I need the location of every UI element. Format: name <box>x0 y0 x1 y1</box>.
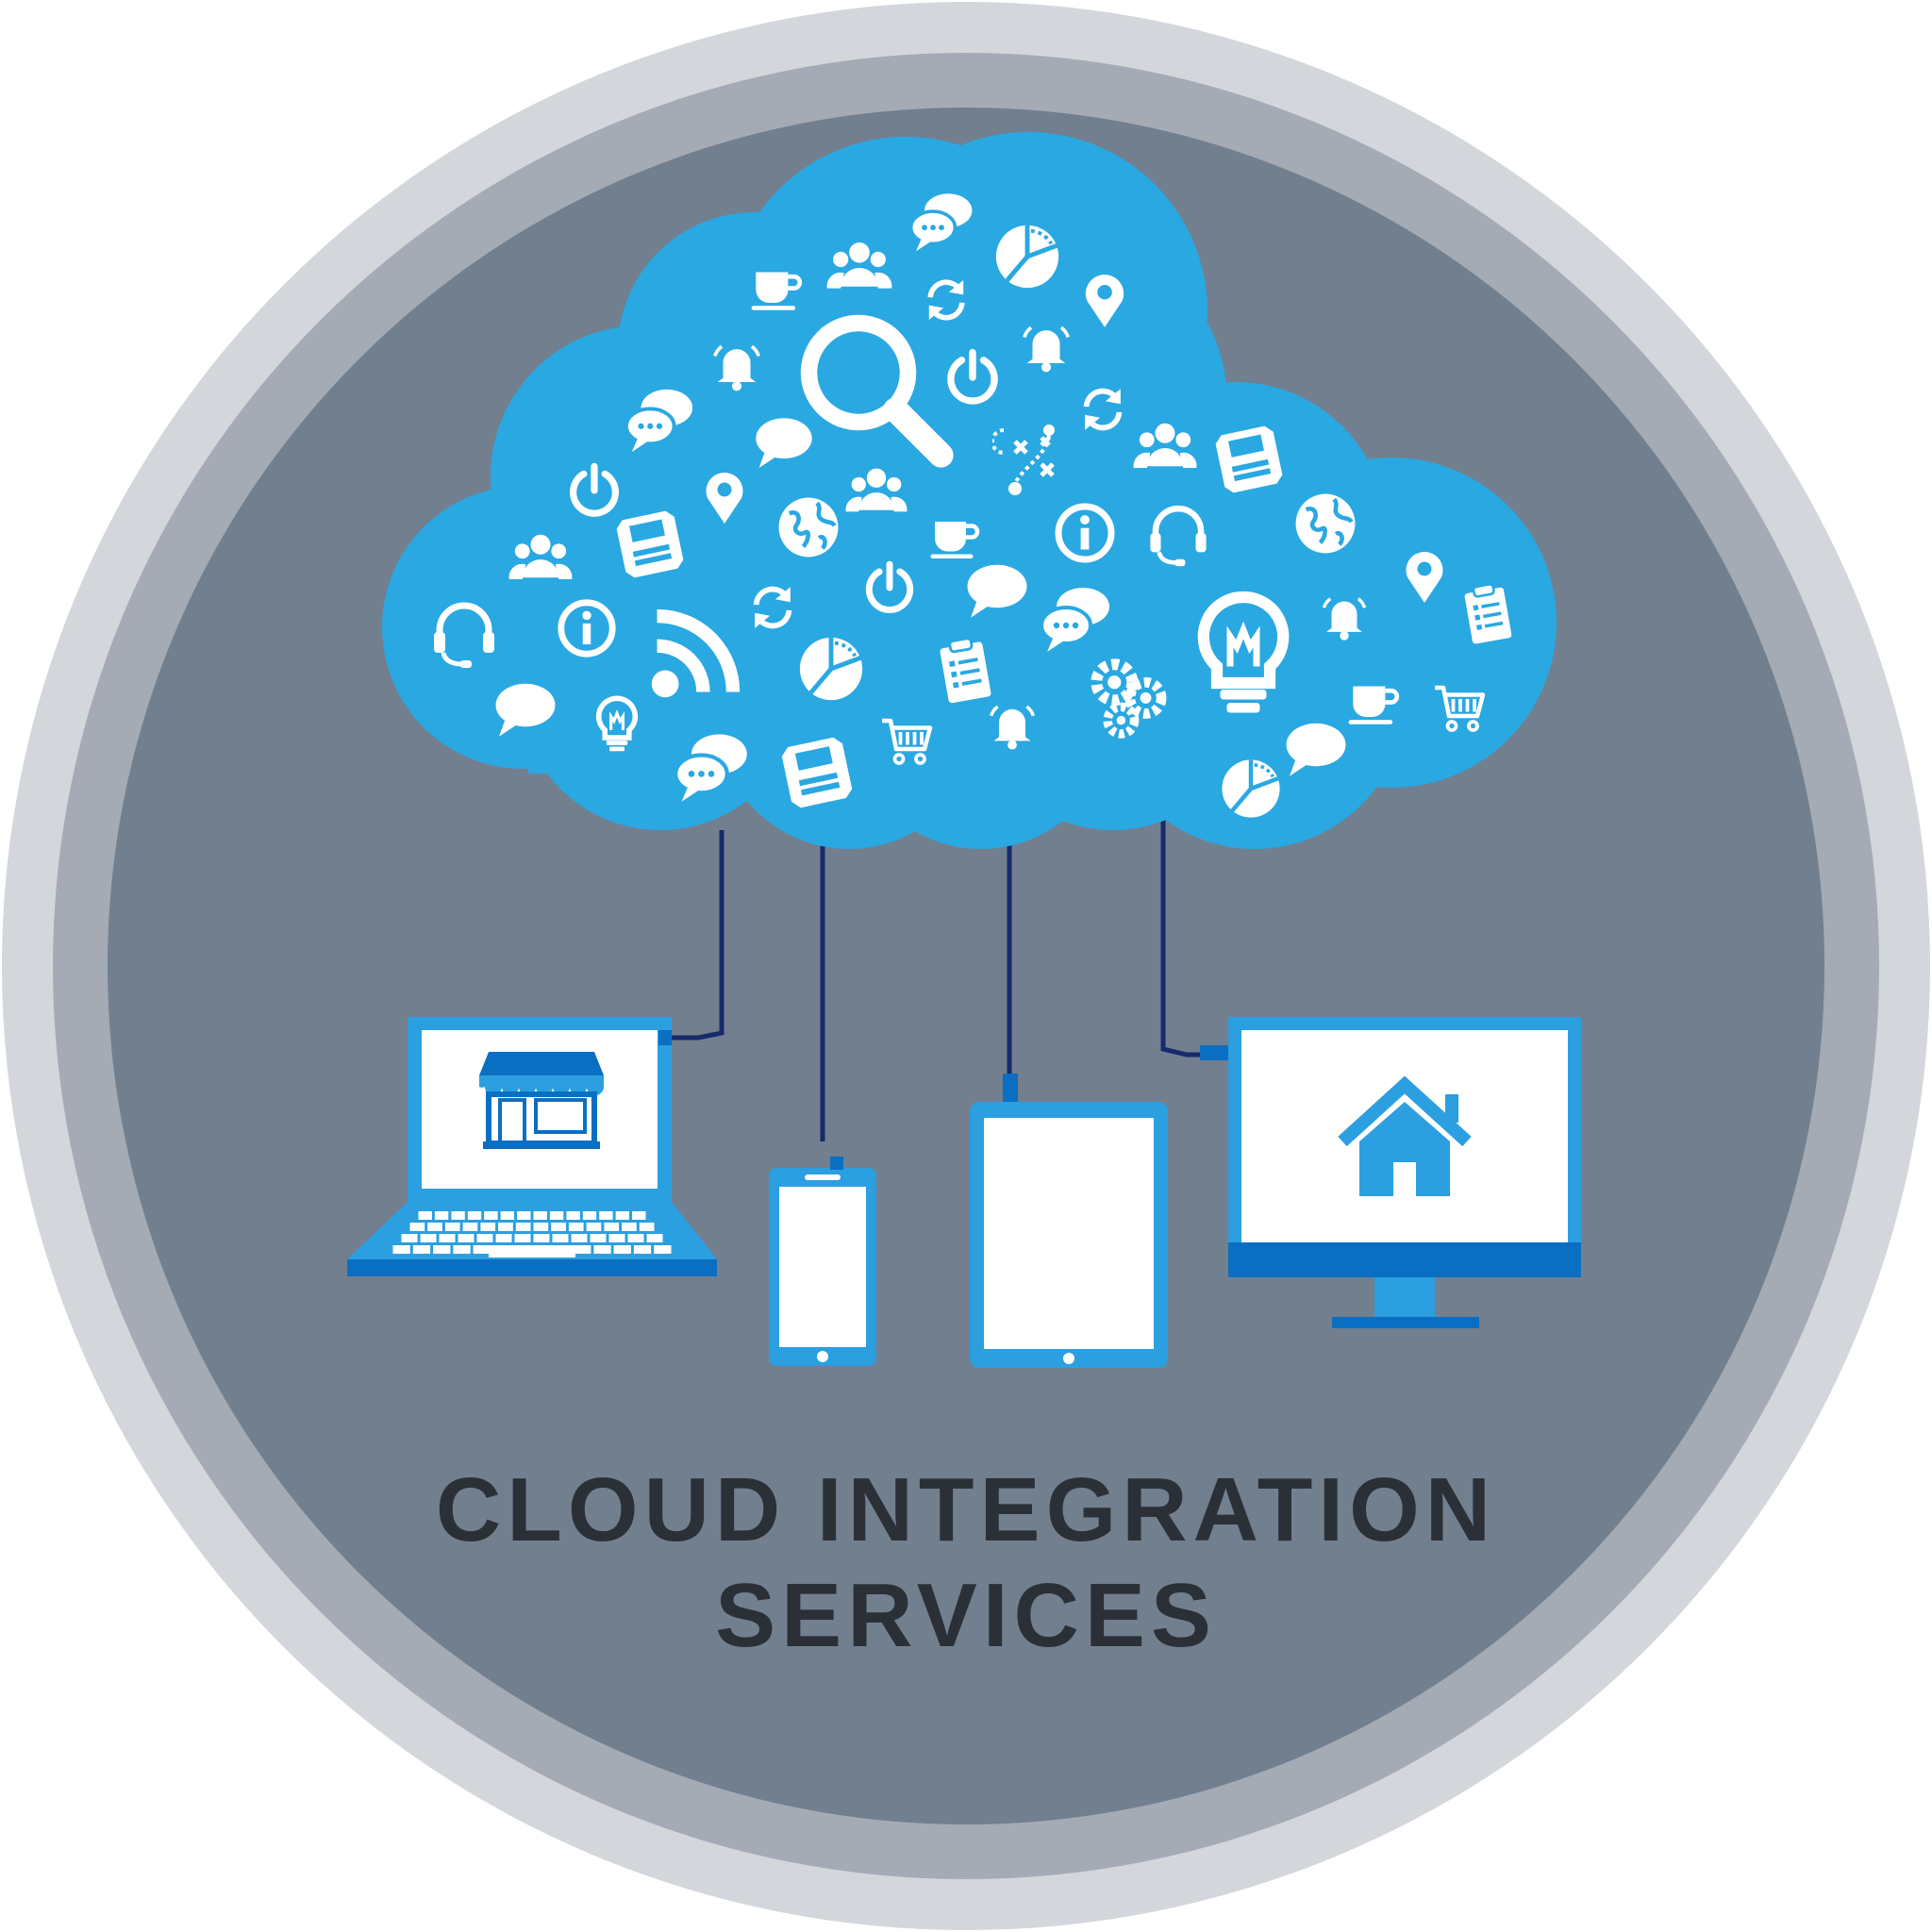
keyboard-key <box>654 1245 672 1254</box>
cable-monitor <box>1160 792 1200 1058</box>
keyboard-key <box>418 1211 432 1220</box>
keyboard-key <box>632 1211 646 1220</box>
keyboard-key <box>615 1211 629 1220</box>
keyboard-key <box>549 1211 564 1220</box>
keyboard-key <box>451 1211 465 1220</box>
keyboard-key <box>533 1234 550 1242</box>
keyboard-key <box>593 1245 611 1254</box>
keyboard-key <box>453 1245 471 1254</box>
keyboard-key <box>514 1234 531 1242</box>
keyboard-key <box>590 1234 607 1242</box>
keyboard-key <box>473 1245 491 1254</box>
keyboard-key <box>599 1211 613 1220</box>
keyboard-key <box>433 1245 451 1254</box>
floppy-disk-icon <box>1213 424 1285 495</box>
keyboard-key <box>409 1223 425 1231</box>
keyboard-key <box>533 1223 549 1231</box>
storefront-icon <box>479 1052 604 1149</box>
laptop-device <box>347 1017 717 1276</box>
keyboard-key <box>420 1234 437 1242</box>
keyboard-key <box>434 1211 449 1220</box>
keyboard-key <box>574 1245 591 1254</box>
keyboard-key <box>571 1234 588 1242</box>
keyboard-key <box>582 1211 597 1220</box>
tablet-device <box>970 1074 1168 1368</box>
keyboard-key <box>498 1223 513 1231</box>
keyboard-key <box>633 1245 652 1254</box>
keyboard-key <box>484 1211 498 1220</box>
keyboard-key <box>533 1211 547 1220</box>
cable-laptop <box>672 830 724 1041</box>
keyboard-key <box>500 1211 514 1220</box>
laptop-touchpad <box>489 1245 575 1257</box>
keyboard-key <box>568 1223 584 1231</box>
keyboard-key <box>495 1234 512 1242</box>
keyboard-key <box>608 1234 625 1242</box>
pie-chart-icon <box>1222 759 1279 817</box>
keyboard-key <box>462 1223 478 1231</box>
keyboard-key <box>586 1223 602 1231</box>
keyboard-key <box>646 1234 663 1242</box>
keyboard-key <box>458 1234 475 1242</box>
keyboard-key <box>476 1234 493 1242</box>
globe-icon <box>779 498 839 558</box>
title-line-1: CLOUD INTEGRATION <box>435 1459 1497 1560</box>
network-cables <box>672 792 1200 1141</box>
globe-icon <box>1296 494 1356 554</box>
keyboard-key <box>627 1234 644 1242</box>
keyboard-key <box>639 1223 655 1231</box>
laptop-keys <box>392 1211 672 1257</box>
keyboard-key <box>467 1211 482 1220</box>
pie-chart-icon <box>800 638 862 700</box>
keyboard-key <box>401 1234 418 1242</box>
home-icon <box>1338 1075 1472 1196</box>
keyboard-key <box>427 1223 442 1231</box>
keyboard-key <box>444 1223 460 1231</box>
floppy-disk-icon <box>614 508 686 580</box>
keyboard-key <box>552 1234 569 1242</box>
keyboard-key <box>517 1211 531 1220</box>
keyboard-key <box>392 1245 410 1254</box>
keyboard-key <box>604 1223 620 1231</box>
badge-title: CLOUD INTEGRATION SERVICES <box>0 1457 1932 1669</box>
keyboard-key <box>480 1223 496 1231</box>
phone-device <box>769 1157 876 1366</box>
keyboard-key <box>622 1223 637 1231</box>
floppy-disk-icon <box>780 736 854 809</box>
monitor-device <box>1200 1017 1581 1328</box>
keyboard-key <box>566 1211 580 1220</box>
keyboard-key <box>613 1245 631 1254</box>
pie-chart-icon <box>996 225 1058 288</box>
keyboard-key <box>515 1223 531 1231</box>
title-line-2: SERVICES <box>715 1565 1217 1666</box>
keyboard-key <box>412 1245 431 1254</box>
keyboard-key <box>439 1234 456 1242</box>
keyboard-key <box>551 1223 566 1231</box>
